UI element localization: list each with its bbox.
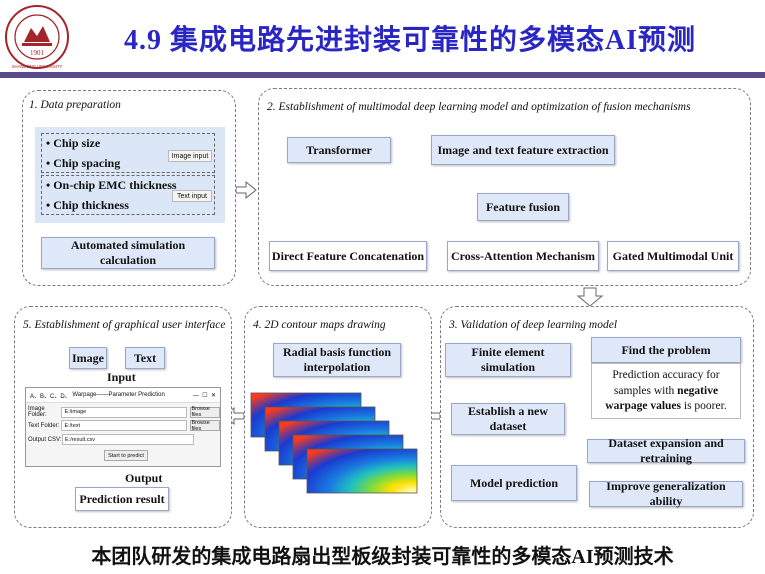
- direct-concatenation-box: Direct Feature Concatenation: [269, 241, 427, 271]
- problem-note-text: Prediction accuracy for samples with: [612, 369, 720, 397]
- input-label: Input: [107, 370, 136, 384]
- logo-year: 1901: [30, 49, 45, 57]
- param-label: Chip spacing: [53, 156, 121, 170]
- contour-maps-image: [250, 392, 418, 494]
- shandong-university-emblem-icon: 1901 SHANDONG UNIVERSITY: [5, 5, 69, 69]
- retraining-box: Dataset expansion and retraining: [587, 436, 745, 465]
- gui-row-text: Text Folder: E:/text Browse files: [28, 420, 220, 432]
- browse-text-button[interactable]: Browse files: [190, 420, 220, 432]
- start-predict-button[interactable]: Start to predict: [104, 450, 148, 461]
- prediction-result-box: Prediction result: [75, 487, 169, 511]
- section-contour-maps: 4. 2D contour maps drawing Radial basis …: [244, 306, 432, 528]
- transformer-box: Transformer: [287, 137, 391, 163]
- gui-row-image: Image Folder: E:/image Browse files: [28, 406, 220, 418]
- gui-titlebar: A、B、C、D、 Warpage——Parameter Prediction —…: [26, 388, 220, 403]
- param-chip-thickness: • Chip thickness: [46, 198, 129, 212]
- text-input-tag: Text input: [172, 190, 212, 202]
- text-parameter-group: • On-chip EMC thickness • Chip thickness…: [41, 175, 215, 215]
- problem-note-highlight: negative warpage values: [605, 384, 719, 413]
- section-title: 3. Validation of deep learning model: [449, 319, 618, 331]
- section-data-preparation: 1. Data preparation • Chip size • Chip s…: [22, 90, 236, 286]
- section-title: 1. Data preparation: [29, 99, 121, 111]
- output-csv-input[interactable]: E:/result.csv: [62, 434, 194, 445]
- slide-caption: 本团队研发的集成电路扇出型板级封装可靠性的多模态AI预测技术: [91, 546, 674, 568]
- browse-image-button[interactable]: Browse files: [190, 406, 220, 418]
- image-input-box: Image: [69, 347, 107, 369]
- section-model-fusion: 2. Establishment of multimodal deep lear…: [258, 88, 751, 286]
- university-logo: 1901 SHANDONG UNIVERSITY: [4, 4, 70, 70]
- section-title: 2. Establishment of multimodal deep lear…: [267, 101, 691, 113]
- feature-fusion-box: Feature fusion: [477, 193, 569, 221]
- text-input-box: Text: [125, 347, 165, 369]
- automated-simulation-box: Automated simulation calculation: [41, 237, 215, 269]
- contour-map-stack: [247, 389, 427, 497]
- title-rule: [0, 72, 765, 78]
- model-prediction-box: Model prediction: [451, 465, 577, 501]
- section-title: 4. 2D contour maps drawing: [253, 319, 386, 331]
- gated-multimodal-box: Gated Multimodal Unit: [607, 241, 739, 271]
- window-controls[interactable]: — ☐ ✕: [192, 392, 216, 399]
- param-label: Chip size: [53, 136, 101, 150]
- image-parameter-group: • Chip size • Chip spacing Image input: [41, 133, 215, 173]
- output-label: Output: [125, 471, 163, 485]
- new-dataset-box: Establish a new dataset: [451, 403, 565, 435]
- problem-note: Prediction accuracy for samples with neg…: [591, 363, 741, 419]
- gui-row-label: Image Folder:: [28, 406, 47, 418]
- logo-name: SHANDONG UNIVERSITY: [12, 64, 63, 69]
- gui-row-label: Output CSV:: [28, 436, 62, 443]
- fe-simulation-box: Finite element simulation: [445, 343, 571, 377]
- section-gui: 5. Establishment of graphical user inter…: [14, 306, 232, 528]
- image-input-tag: Image input: [168, 150, 212, 162]
- image-folder-input[interactable]: E:/image: [61, 406, 188, 418]
- find-problem-box: Find the problem: [591, 337, 741, 363]
- generalization-box: Improve generalization ability: [589, 479, 743, 508]
- gui-row-output: Output CSV: E:/result.csv: [28, 434, 220, 445]
- window-title: Warpage——Parameter Prediction: [72, 392, 165, 398]
- gui-row-label: Text Folder:: [28, 422, 60, 429]
- slide-title: 4.9 集成电路先进封装可靠性的多模态AI预测: [123, 25, 697, 56]
- section-title: 5. Establishment of graphical user inter…: [23, 319, 226, 331]
- param-chip-spacing: • Chip spacing: [46, 156, 121, 170]
- param-label: On-chip EMC thickness: [53, 178, 177, 192]
- section-validation: 3. Validation of deep learning model Fin…: [440, 306, 754, 528]
- window-app-icons: A、B、C、D、: [30, 393, 71, 400]
- rbf-interpolation-box: Radial basis function interpolation: [273, 343, 401, 377]
- parameter-panel: • Chip size • Chip spacing Image input •…: [35, 127, 225, 223]
- problem-note-text: is poorer.: [681, 400, 727, 413]
- cross-attention-box: Cross-Attention Mechanism: [447, 241, 599, 271]
- gui-window: A、B、C、D、 Warpage——Parameter Prediction —…: [25, 387, 221, 467]
- param-emc-thickness: • On-chip EMC thickness: [46, 178, 177, 192]
- param-label: Chip thickness: [53, 198, 129, 212]
- feature-extraction-box: Image and text feature extraction: [431, 135, 615, 165]
- text-folder-input[interactable]: E:/text: [61, 420, 188, 431]
- param-chip-size: • Chip size: [46, 136, 101, 150]
